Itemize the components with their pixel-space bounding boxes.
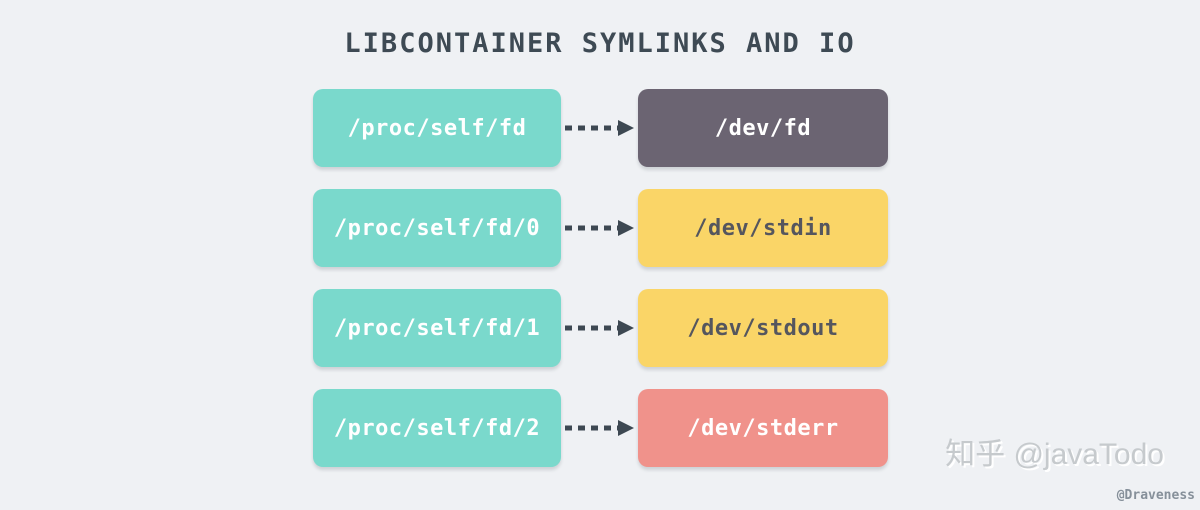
arrow-cell [561,417,638,439]
target-box: /dev/stdout [638,289,888,367]
source-label: /proc/self/fd/0 [333,215,541,241]
dashed-arrow-icon [564,320,634,336]
diagram-row: /proc/self/fd /dev/fd [313,89,888,167]
source-box: /proc/self/fd [313,89,561,167]
dashed-arrow-icon [564,120,634,136]
source-label: /proc/self/fd [347,115,527,141]
arrow-cell [561,317,638,339]
source-box: /proc/self/fd/0 [313,189,561,267]
target-label: /dev/stdout [687,315,839,341]
target-label: /dev/fd [714,115,812,141]
dashed-arrow-icon [564,420,634,436]
target-box: /dev/fd [638,89,888,167]
target-box: /dev/stdin [638,189,888,267]
source-label: /proc/self/fd/1 [333,315,541,341]
arrow-cell [561,117,638,139]
dashed-arrow-icon [564,220,634,236]
target-box: /dev/stderr [638,389,888,467]
arrow-cell [561,217,638,239]
diagram-row: /proc/self/fd/1 /dev/stdout [313,289,888,367]
zhihu-watermark: 知乎 @javaTodo [945,438,1164,471]
source-box: /proc/self/fd/2 [313,389,561,467]
diagram-row: /proc/self/fd/2 /dev/stderr [313,389,888,467]
source-box: /proc/self/fd/1 [313,289,561,367]
diagram-row: /proc/self/fd/0 /dev/stdin [313,189,888,267]
target-label: /dev/stderr [687,415,839,441]
source-label: /proc/self/fd/2 [333,415,541,441]
author-credit: @Draveness [1116,488,1195,503]
page-title: LIBCONTAINER SYMLINKS AND IO [344,28,856,59]
target-label: /dev/stdin [694,215,832,241]
